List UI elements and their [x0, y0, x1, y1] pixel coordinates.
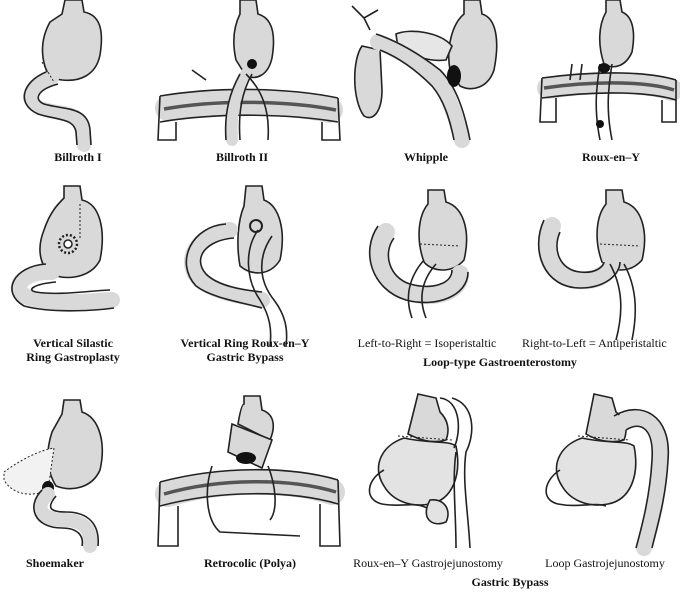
loop-left-right-drawing	[369, 189, 469, 319]
label-vsrg-line1: Vertical Silastic	[33, 336, 113, 350]
retrocolic-drawing	[155, 395, 345, 547]
loop-gj-drawing	[545, 393, 670, 556]
billroth-ii-drawing	[155, 0, 343, 146]
label-billroth-i: Billroth I	[54, 150, 102, 164]
label-loop-gastrojejunostomy: Loop Gastrojejunostomy	[545, 556, 665, 570]
label-roux-en-y: Roux-en–Y	[581, 150, 640, 164]
vrrny-drawing	[184, 185, 288, 347]
label-loop-group: Loop-type Gastroenterostomy	[423, 355, 577, 369]
loop-right-left-drawing	[537, 189, 646, 341]
label-whipple: Whipple	[403, 150, 448, 164]
label-rny-gastrojejunostomy: Roux-en–Y Gastrojejunostomy	[353, 556, 503, 570]
label-vrrny-line2: Gastric Bypass	[206, 350, 284, 364]
vsrg-drawing	[11, 185, 120, 312]
billroth-i-drawing	[23, 0, 103, 152]
label-shoemaker: Shoemaker	[26, 556, 84, 570]
label-gastric-bypass-group: Gastric Bypass	[471, 575, 549, 589]
label-retrocolic: Retrocolic (Polya)	[203, 556, 297, 570]
label-billroth-ii: Billroth II	[215, 150, 269, 164]
roux-en-y-drawing	[537, 0, 680, 141]
label-left-to-right: Left-to-Right = Isoperistaltic	[357, 336, 497, 350]
rny-gj-drawing	[368, 393, 473, 549]
label-vsrg-line2: Ring Gastroplasty	[26, 350, 120, 364]
whipple-drawing	[351, 0, 498, 148]
label-right-to-left: Right-to-Left = Antiperistaltic	[522, 336, 667, 350]
label-vrrny-line1: Vertical Ring Roux-en–Y	[180, 336, 310, 350]
shoemaker-drawing	[3, 399, 104, 553]
